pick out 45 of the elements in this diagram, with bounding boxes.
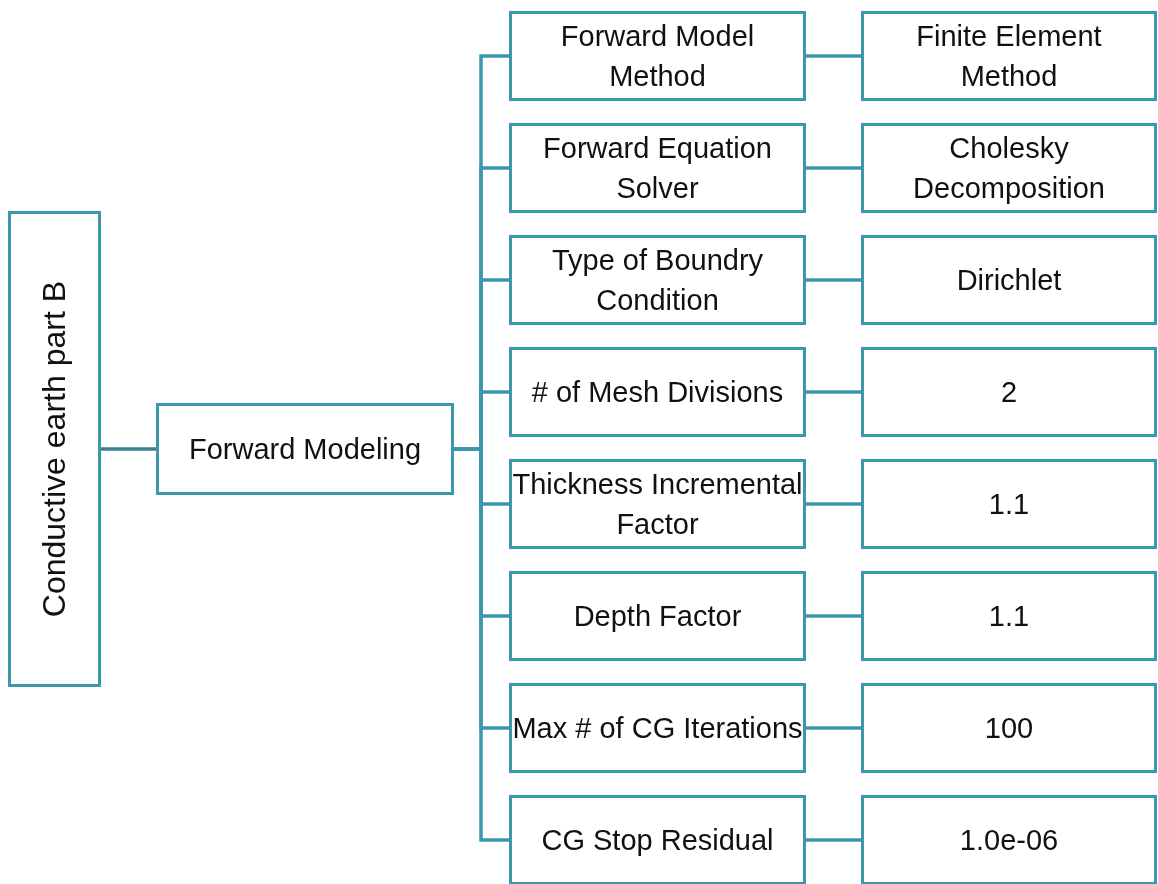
node-label: Finite Element Method	[915, 19, 1103, 94]
parameter-box	[861, 459, 1157, 549]
connector-line	[806, 614, 861, 618]
parameter-box	[861, 571, 1157, 661]
parameter-box	[509, 123, 806, 213]
parameter-box	[861, 347, 1157, 437]
parameter-box	[861, 795, 1157, 884]
node-label: Forward Model Method	[559, 19, 756, 94]
node-label: 2	[1000, 375, 1018, 410]
node-label: Depth Factor	[573, 599, 742, 634]
parameter-box	[861, 123, 1157, 213]
connector-line	[101, 447, 156, 451]
node-label: Thickness Incremental Factor	[512, 467, 803, 542]
connector-line	[806, 390, 861, 394]
node-label: Dirichlet	[956, 263, 1062, 298]
root-box	[8, 211, 101, 687]
parameter-box	[861, 683, 1157, 773]
node-label: Type of Boundry Condition	[550, 243, 765, 318]
connector-line	[806, 726, 861, 730]
node-label: 1.1	[988, 487, 1030, 522]
parameter-box	[861, 11, 1157, 101]
node-label: 1.1	[988, 599, 1030, 634]
parameter-box	[509, 571, 806, 661]
node-label: Cholesky Decomposition	[912, 131, 1106, 206]
node-label: Forward Equation Solver	[542, 131, 773, 206]
connector-line	[806, 502, 861, 506]
parameter-box	[509, 795, 806, 884]
connector-line	[806, 166, 861, 170]
parameter-box	[156, 403, 454, 495]
connector-line	[806, 278, 861, 282]
parameter-box	[509, 11, 806, 101]
node-label: CG Stop Residual	[541, 823, 774, 858]
connector-line	[806, 54, 861, 58]
parameter-box	[509, 235, 806, 325]
node-label: Max # of CG Iterations	[512, 711, 803, 746]
node-label: # of Mesh Divisions	[531, 375, 784, 410]
node-label: 1.0e-06	[959, 823, 1059, 858]
parameter-box	[509, 459, 806, 549]
parameter-box	[509, 683, 806, 773]
connector-line	[806, 838, 861, 842]
node-label: 100	[984, 711, 1034, 746]
parameter-box	[509, 347, 806, 437]
parameter-box	[861, 235, 1157, 325]
node-label: Conductive earth part B	[35, 280, 74, 618]
node-label: Forward Modeling	[188, 432, 422, 467]
